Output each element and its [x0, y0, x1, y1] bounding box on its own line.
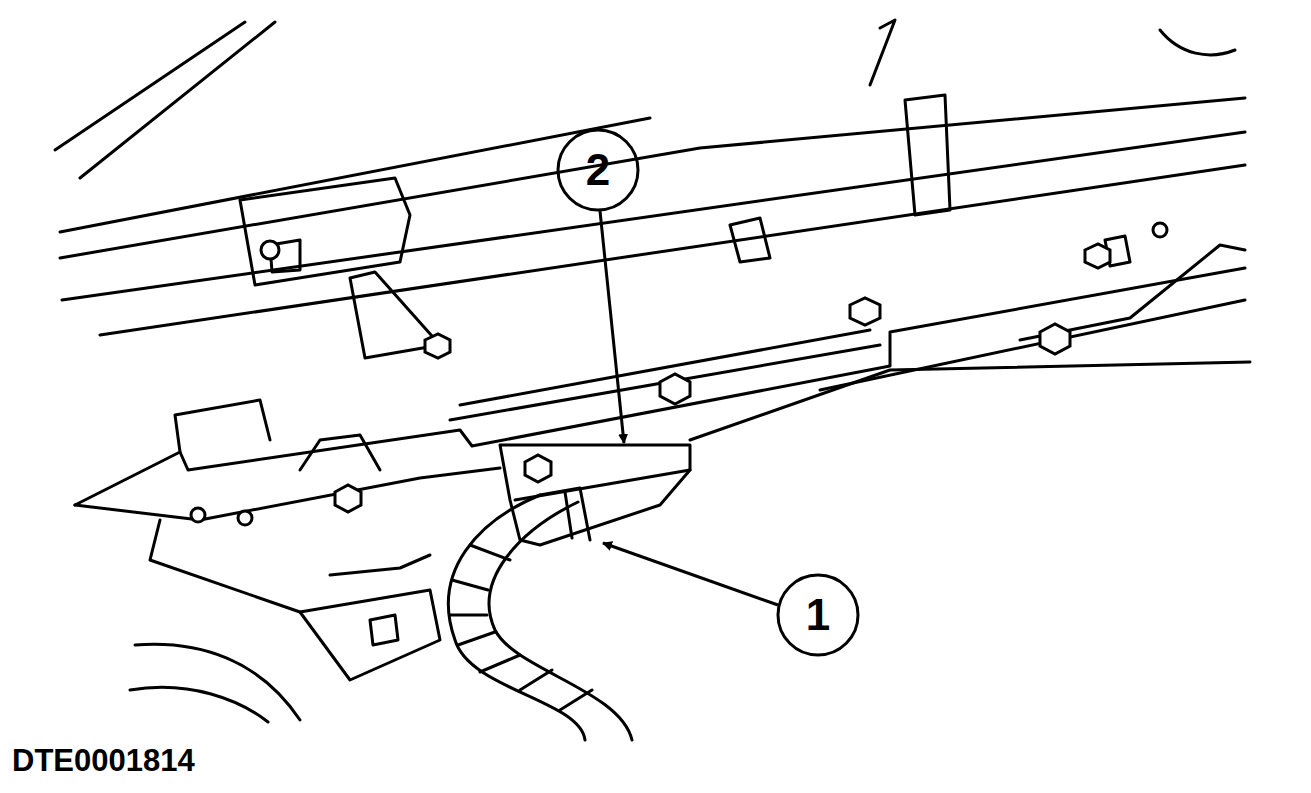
callout-number: 1	[806, 593, 830, 637]
leader-arrow	[600, 211, 624, 443]
callout-circle	[558, 130, 638, 210]
callout-circle	[778, 575, 858, 655]
callout-number: 2	[586, 148, 610, 192]
leader-arrow	[603, 543, 778, 605]
figure-code: DTE0001814	[12, 745, 195, 776]
